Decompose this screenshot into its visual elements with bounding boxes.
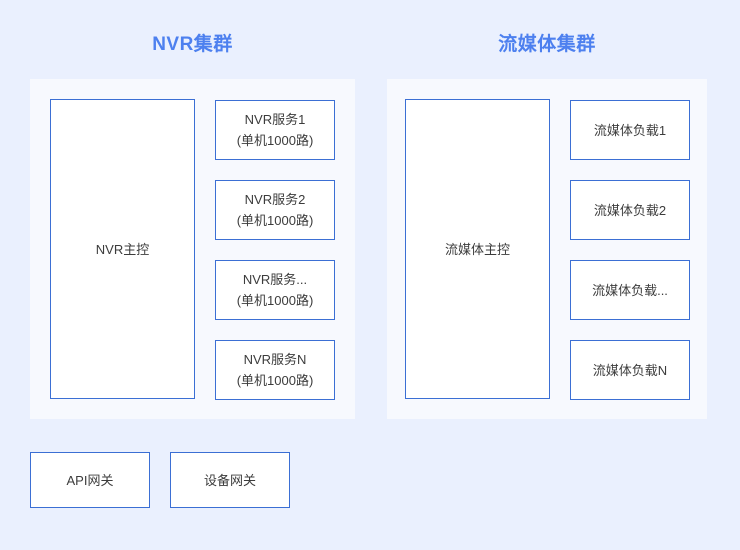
node-label-line1: 流媒体负载N [592, 362, 668, 378]
node-label: NVR主控 [95, 241, 150, 257]
cluster-title-media: 流媒体集群 [498, 34, 596, 55]
node-label-line2: (单机1000路) [236, 133, 314, 148]
node-media-load-ellipsis[interactable]: 流媒体负载... [570, 260, 690, 320]
cluster-title-nvr: NVR集群 [152, 34, 233, 55]
node-media-load-n[interactable]: 流媒体负载N [570, 340, 690, 400]
node-label-line2: (单机1000路) [236, 373, 314, 388]
node-nvr-master[interactable]: NVR主控 [50, 99, 195, 399]
node-label-line1: 流媒体负载... [592, 282, 668, 298]
node-label-line1: NVR服务1 [244, 112, 306, 127]
node-label: 流媒体主控 [444, 241, 510, 257]
node-label-line1: 流媒体负载1 [593, 122, 667, 138]
node-label-line1: NVR服务2 [244, 192, 306, 207]
node-label-line2: (单机1000路) [236, 293, 314, 308]
node-label-line2: (单机1000路) [236, 213, 314, 228]
node-media-load-2[interactable]: 流媒体负载2 [570, 180, 690, 240]
node-nvr-service-ellipsis[interactable]: NVR服务... (单机1000路) [215, 260, 335, 320]
node-device-gateway[interactable]: 设备网关 [170, 452, 290, 508]
node-api-gateway[interactable]: API网关 [30, 452, 150, 508]
node-label: 设备网关 [203, 472, 256, 488]
node-nvr-service-1[interactable]: NVR服务1 (单机1000路) [215, 100, 335, 160]
node-label-line1: NVR服务... [242, 272, 308, 287]
node-nvr-service-n[interactable]: NVR服务N (单机1000路) [215, 340, 335, 400]
node-nvr-service-2[interactable]: NVR服务2 (单机1000路) [215, 180, 335, 240]
node-media-load-1[interactable]: 流媒体负载1 [570, 100, 690, 160]
node-label: API网关 [66, 472, 114, 488]
node-media-master[interactable]: 流媒体主控 [405, 99, 550, 399]
node-label-line1: 流媒体负载2 [593, 202, 667, 218]
node-label-line1: NVR服务N [243, 352, 307, 367]
